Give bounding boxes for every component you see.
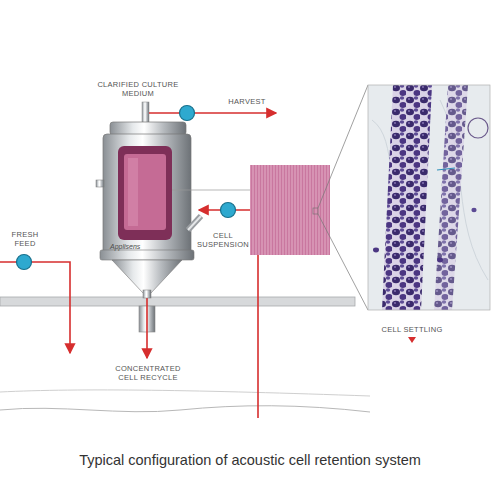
acoustic-field-image [250, 165, 330, 255]
feed-line [0, 262, 70, 353]
outlet-pipe [142, 102, 149, 124]
recycle-line [146, 298, 148, 358]
brand-text: Applisens [110, 243, 140, 250]
separator-device: Applisens [103, 134, 191, 256]
liquid-surface [0, 406, 370, 412]
zoom-marker [313, 208, 318, 214]
figure-caption: Typical configuration of acoustic cell r… [0, 452, 500, 468]
micrograph-frame [368, 85, 490, 310]
stream-label: CONCENTRATED CELL RECYCLE [110, 364, 186, 382]
zoom-leader [318, 214, 368, 310]
support-plate [0, 297, 355, 306]
stream-label: FRESH FEED [0, 230, 50, 248]
zoom-leader [172, 190, 250, 191]
suspension-pump [221, 203, 236, 218]
harvest-pump [180, 106, 195, 121]
acoustic-separator [96, 122, 201, 298]
stream-label: HARVEST [220, 97, 274, 106]
tank-rim [0, 390, 370, 396]
figure-label: CELL SETTLING [377, 325, 447, 334]
feed-pump [17, 255, 32, 270]
stream-label: CELL SUSPENSION [196, 231, 250, 249]
zoom-leader [318, 85, 368, 208]
stream-label: CLARIFIED CULTURE MEDIUM [96, 80, 180, 98]
micrograph [368, 85, 490, 310]
harvest-line [149, 112, 276, 114]
pointer-triangle [408, 337, 416, 343]
